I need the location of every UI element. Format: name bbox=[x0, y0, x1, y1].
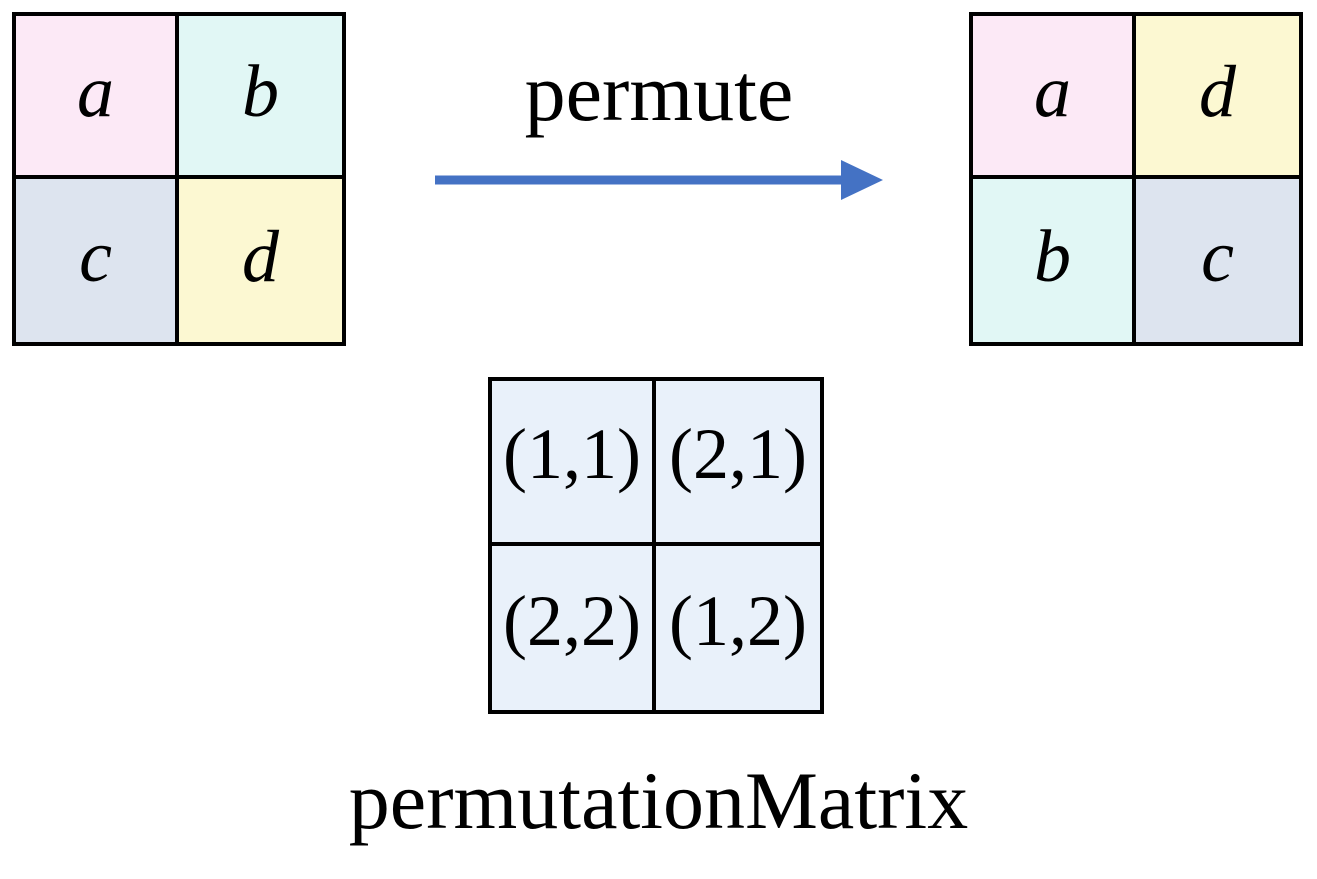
perm-cell-1-label: (2,1) bbox=[669, 414, 807, 495]
result-cell-d: d bbox=[1136, 16, 1299, 179]
result-cell-b-label: b bbox=[1034, 215, 1071, 298]
result-cell-a: a bbox=[973, 16, 1136, 179]
permute-label: permute bbox=[524, 47, 794, 138]
result-cell-b: b bbox=[973, 179, 1136, 342]
perm-cell-3-label: (1,2) bbox=[669, 580, 807, 661]
arrow-head bbox=[841, 160, 883, 200]
source-cell-c: c bbox=[16, 179, 179, 342]
result-matrix: a d b c bbox=[969, 12, 1303, 346]
caption: permutationMatrix bbox=[348, 755, 969, 846]
source-cell-a: a bbox=[16, 16, 179, 179]
result-cell-d-label: d bbox=[1199, 50, 1236, 133]
source-cell-b-label: b bbox=[242, 50, 279, 133]
source-cell-a-label: a bbox=[77, 50, 114, 133]
perm-cell-1: (2,1) bbox=[656, 381, 820, 546]
result-cell-a-label: a bbox=[1034, 50, 1071, 133]
source-cell-c-label: c bbox=[79, 215, 112, 298]
perm-cell-3: (1,2) bbox=[656, 545, 820, 710]
permutation-matrix: (1,1) (2,1) (2,2) (1,2) bbox=[488, 377, 824, 714]
source-matrix: a b c d bbox=[12, 12, 346, 346]
perm-cell-0-label: (1,1) bbox=[503, 414, 641, 495]
perm-cell-2: (2,2) bbox=[492, 545, 656, 710]
source-cell-d: d bbox=[179, 179, 342, 342]
source-cell-d-label: d bbox=[242, 215, 279, 298]
perm-cell-2-label: (2,2) bbox=[503, 580, 641, 661]
result-cell-c: c bbox=[1136, 179, 1299, 342]
perm-cell-0: (1,1) bbox=[492, 381, 656, 546]
source-cell-b: b bbox=[179, 16, 342, 179]
permute-arrow-icon bbox=[435, 160, 883, 200]
result-cell-c-label: c bbox=[1201, 215, 1234, 298]
